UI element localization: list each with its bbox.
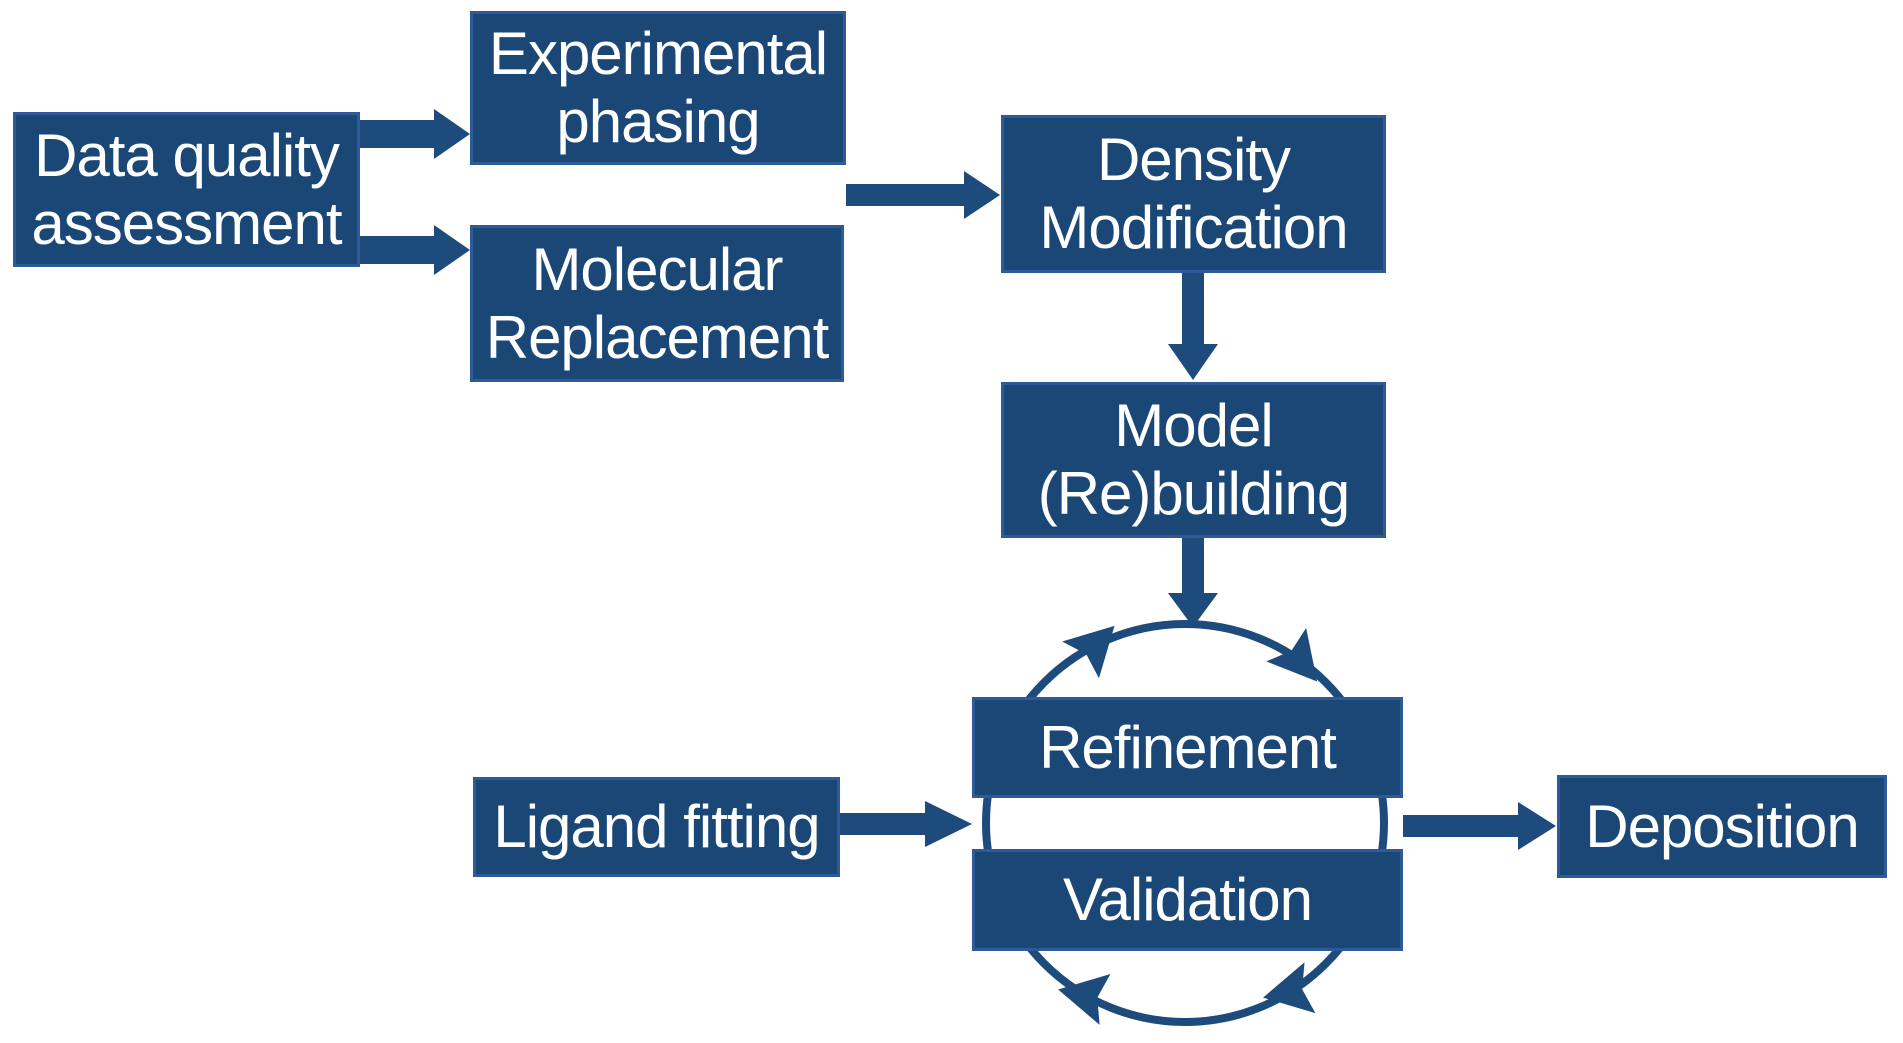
box-label-line: (Re)building bbox=[1037, 460, 1350, 527]
box-validation: Validation bbox=[972, 849, 1403, 951]
box-model-rebuilding: Model (Re)building bbox=[1001, 382, 1386, 538]
box-label-line: Experimental bbox=[488, 20, 828, 87]
box-label-line: Data quality bbox=[34, 121, 340, 189]
arrow-model-rebuilding-to-cycle bbox=[1168, 538, 1218, 627]
arrow-phasing-to-density-modification bbox=[846, 171, 1000, 219]
cycle-arrowhead-top-right bbox=[1266, 627, 1318, 682]
cycle-arrowhead-bottom-left bbox=[1058, 974, 1111, 1025]
box-label-line: Ligand fitting bbox=[493, 793, 820, 860]
box-label-line: Replacement bbox=[485, 303, 830, 371]
box-molecular-replacement: Molecular Replacement bbox=[470, 225, 844, 382]
box-label-line: Refinement bbox=[1039, 713, 1337, 781]
cycle-arrowhead-top-left bbox=[1062, 625, 1115, 679]
box-ligand-fitting: Ligand fitting bbox=[473, 777, 840, 877]
cycle-arrowhead-bottom-right bbox=[1263, 962, 1316, 1014]
box-refinement: Refinement bbox=[972, 697, 1403, 798]
box-label-line: assessment bbox=[31, 189, 342, 257]
box-label-line: Deposition bbox=[1585, 792, 1860, 860]
box-density-modification: Density Modification bbox=[1001, 115, 1386, 273]
box-label-line: phasing bbox=[556, 88, 760, 155]
box-experimental-phasing: Experimental phasing bbox=[470, 11, 846, 165]
arrow-cycle-to-deposition bbox=[1403, 802, 1556, 850]
box-label-line: Model bbox=[1114, 392, 1273, 459]
arrow-data-quality-to-experimental-phasing bbox=[360, 109, 470, 159]
box-data-quality-assessment: Data quality assessment bbox=[13, 112, 360, 267]
box-label-line: Density bbox=[1096, 126, 1291, 193]
arrow-density-modification-to-model-rebuilding bbox=[1168, 273, 1218, 380]
box-label-line: Molecular bbox=[531, 235, 783, 303]
arrow-ligand-fitting-to-cycle bbox=[840, 801, 972, 847]
box-deposition: Deposition bbox=[1557, 775, 1887, 878]
box-label-line: Validation bbox=[1062, 866, 1313, 933]
refinement-validation-cycle-circle bbox=[982, 620, 1388, 1026]
box-label-line: Modification bbox=[1039, 194, 1348, 261]
arrow-data-quality-to-molecular-replacement bbox=[360, 225, 470, 275]
